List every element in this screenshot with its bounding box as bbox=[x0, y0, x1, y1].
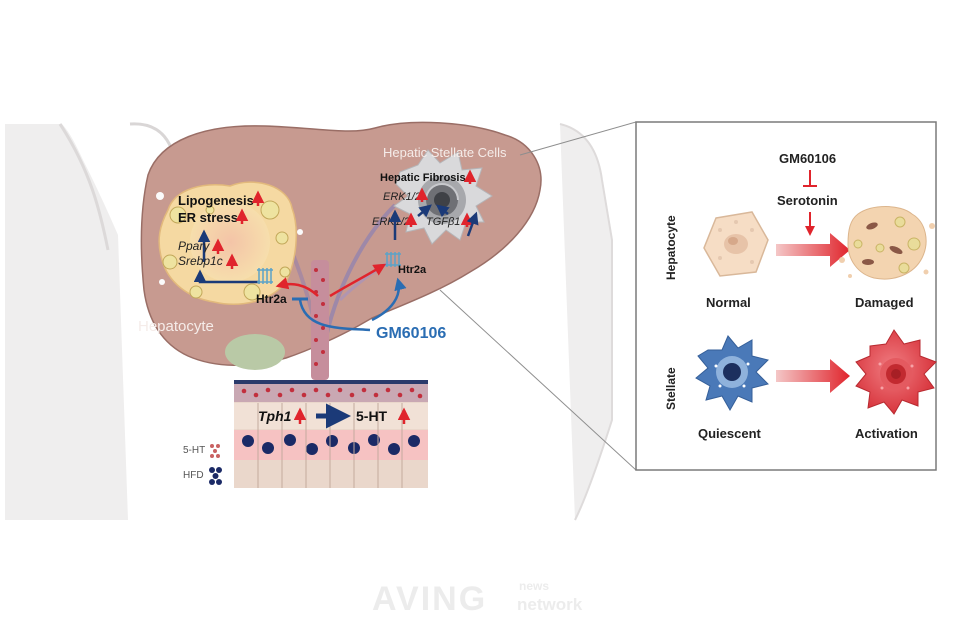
stellate-activation-arrow bbox=[776, 359, 850, 393]
panel-row-stellate-label: Stellate bbox=[664, 367, 678, 410]
htr2a-to-pparg-arrow bbox=[193, 269, 260, 284]
gm60106-inhibit-stellate bbox=[371, 277, 407, 322]
intestine-blood-layer bbox=[234, 380, 428, 402]
gallbladder bbox=[225, 334, 285, 370]
htr2a-receptor-stellate-icon bbox=[385, 252, 401, 267]
hepatocyte-liver-label: Hepatocyte bbox=[138, 318, 214, 335]
legend-hfd-icon bbox=[209, 467, 222, 485]
serotonin-to-hepatocyte-arrow bbox=[275, 277, 319, 297]
er-stress-label: ER stress bbox=[178, 210, 238, 225]
aving-watermark-logo: AVING news network bbox=[372, 579, 583, 618]
gut-5ht-label: 5-HT bbox=[356, 408, 388, 424]
panel-row-hepatocyte-label: Hepatocyte bbox=[664, 215, 678, 280]
panel-serotonin-label: Serotonin bbox=[777, 193, 838, 208]
stellate-signal-arrows bbox=[388, 204, 479, 240]
zoom-callout-lines bbox=[439, 121, 637, 471]
lipogenesis-label: Lipogenesis bbox=[178, 193, 254, 208]
normal-hepatocyte-icon bbox=[703, 211, 769, 277]
htr2a-stellate-label: Htr2a bbox=[398, 264, 427, 276]
watermark-network: network bbox=[517, 595, 583, 614]
watermark-news: news bbox=[519, 579, 549, 593]
portal-vein-dots bbox=[314, 268, 325, 366]
mechanism-panel bbox=[635, 121, 937, 471]
quiescent-label: Quiescent bbox=[698, 426, 762, 441]
damaged-hepatocyte-icon bbox=[839, 206, 935, 280]
body-silhouette bbox=[5, 122, 613, 521]
liver-hepatocyte-cell bbox=[156, 181, 303, 305]
intestine-5ht-dots bbox=[241, 387, 423, 399]
tgfb1-label: TGFβ1 bbox=[426, 216, 460, 228]
hepatic-stellate-cells-title: Hepatic Stellate Cells bbox=[383, 145, 507, 160]
damaged-label: Damaged bbox=[855, 295, 914, 310]
normal-label: Normal bbox=[706, 295, 751, 310]
legend-5ht-icon bbox=[210, 444, 220, 458]
intestine bbox=[234, 380, 428, 488]
gm60106-liver-label: GM60106 bbox=[376, 325, 446, 342]
legend-5ht-label: 5-HT bbox=[183, 445, 205, 456]
erk-top-label: ERK1/2 bbox=[383, 191, 421, 203]
hepatic-fibrosis-label: Hepatic Fibrosis bbox=[380, 172, 466, 184]
panel-gm60106-label: GM60106 bbox=[779, 151, 836, 166]
activation-label: Activation bbox=[855, 426, 918, 441]
activated-stellate-icon bbox=[855, 329, 937, 415]
watermark-main: AVING bbox=[372, 580, 487, 618]
quiescent-stellate-icon bbox=[695, 335, 769, 412]
erk-mid-label: ERK1/2 bbox=[372, 216, 410, 228]
intestine-lumen bbox=[234, 430, 428, 460]
hepatocyte-damage-arrow bbox=[776, 233, 850, 267]
srebp1c-label: Srebp1c bbox=[178, 254, 223, 268]
htr2a-hepatocyte-label: Htr2a bbox=[256, 292, 287, 306]
serotonin-to-stellate-arrow bbox=[329, 263, 387, 298]
htr2a-receptor-hepatocyte-icon bbox=[257, 268, 273, 284]
pparg-label: Pparγ bbox=[178, 239, 210, 253]
portal-vein-trunk bbox=[311, 260, 329, 380]
tph1-label: Tph1 bbox=[258, 408, 292, 424]
legend-hfd-label: HFD bbox=[183, 470, 204, 481]
gm60106-inhibit-hepatocyte bbox=[298, 299, 371, 332]
